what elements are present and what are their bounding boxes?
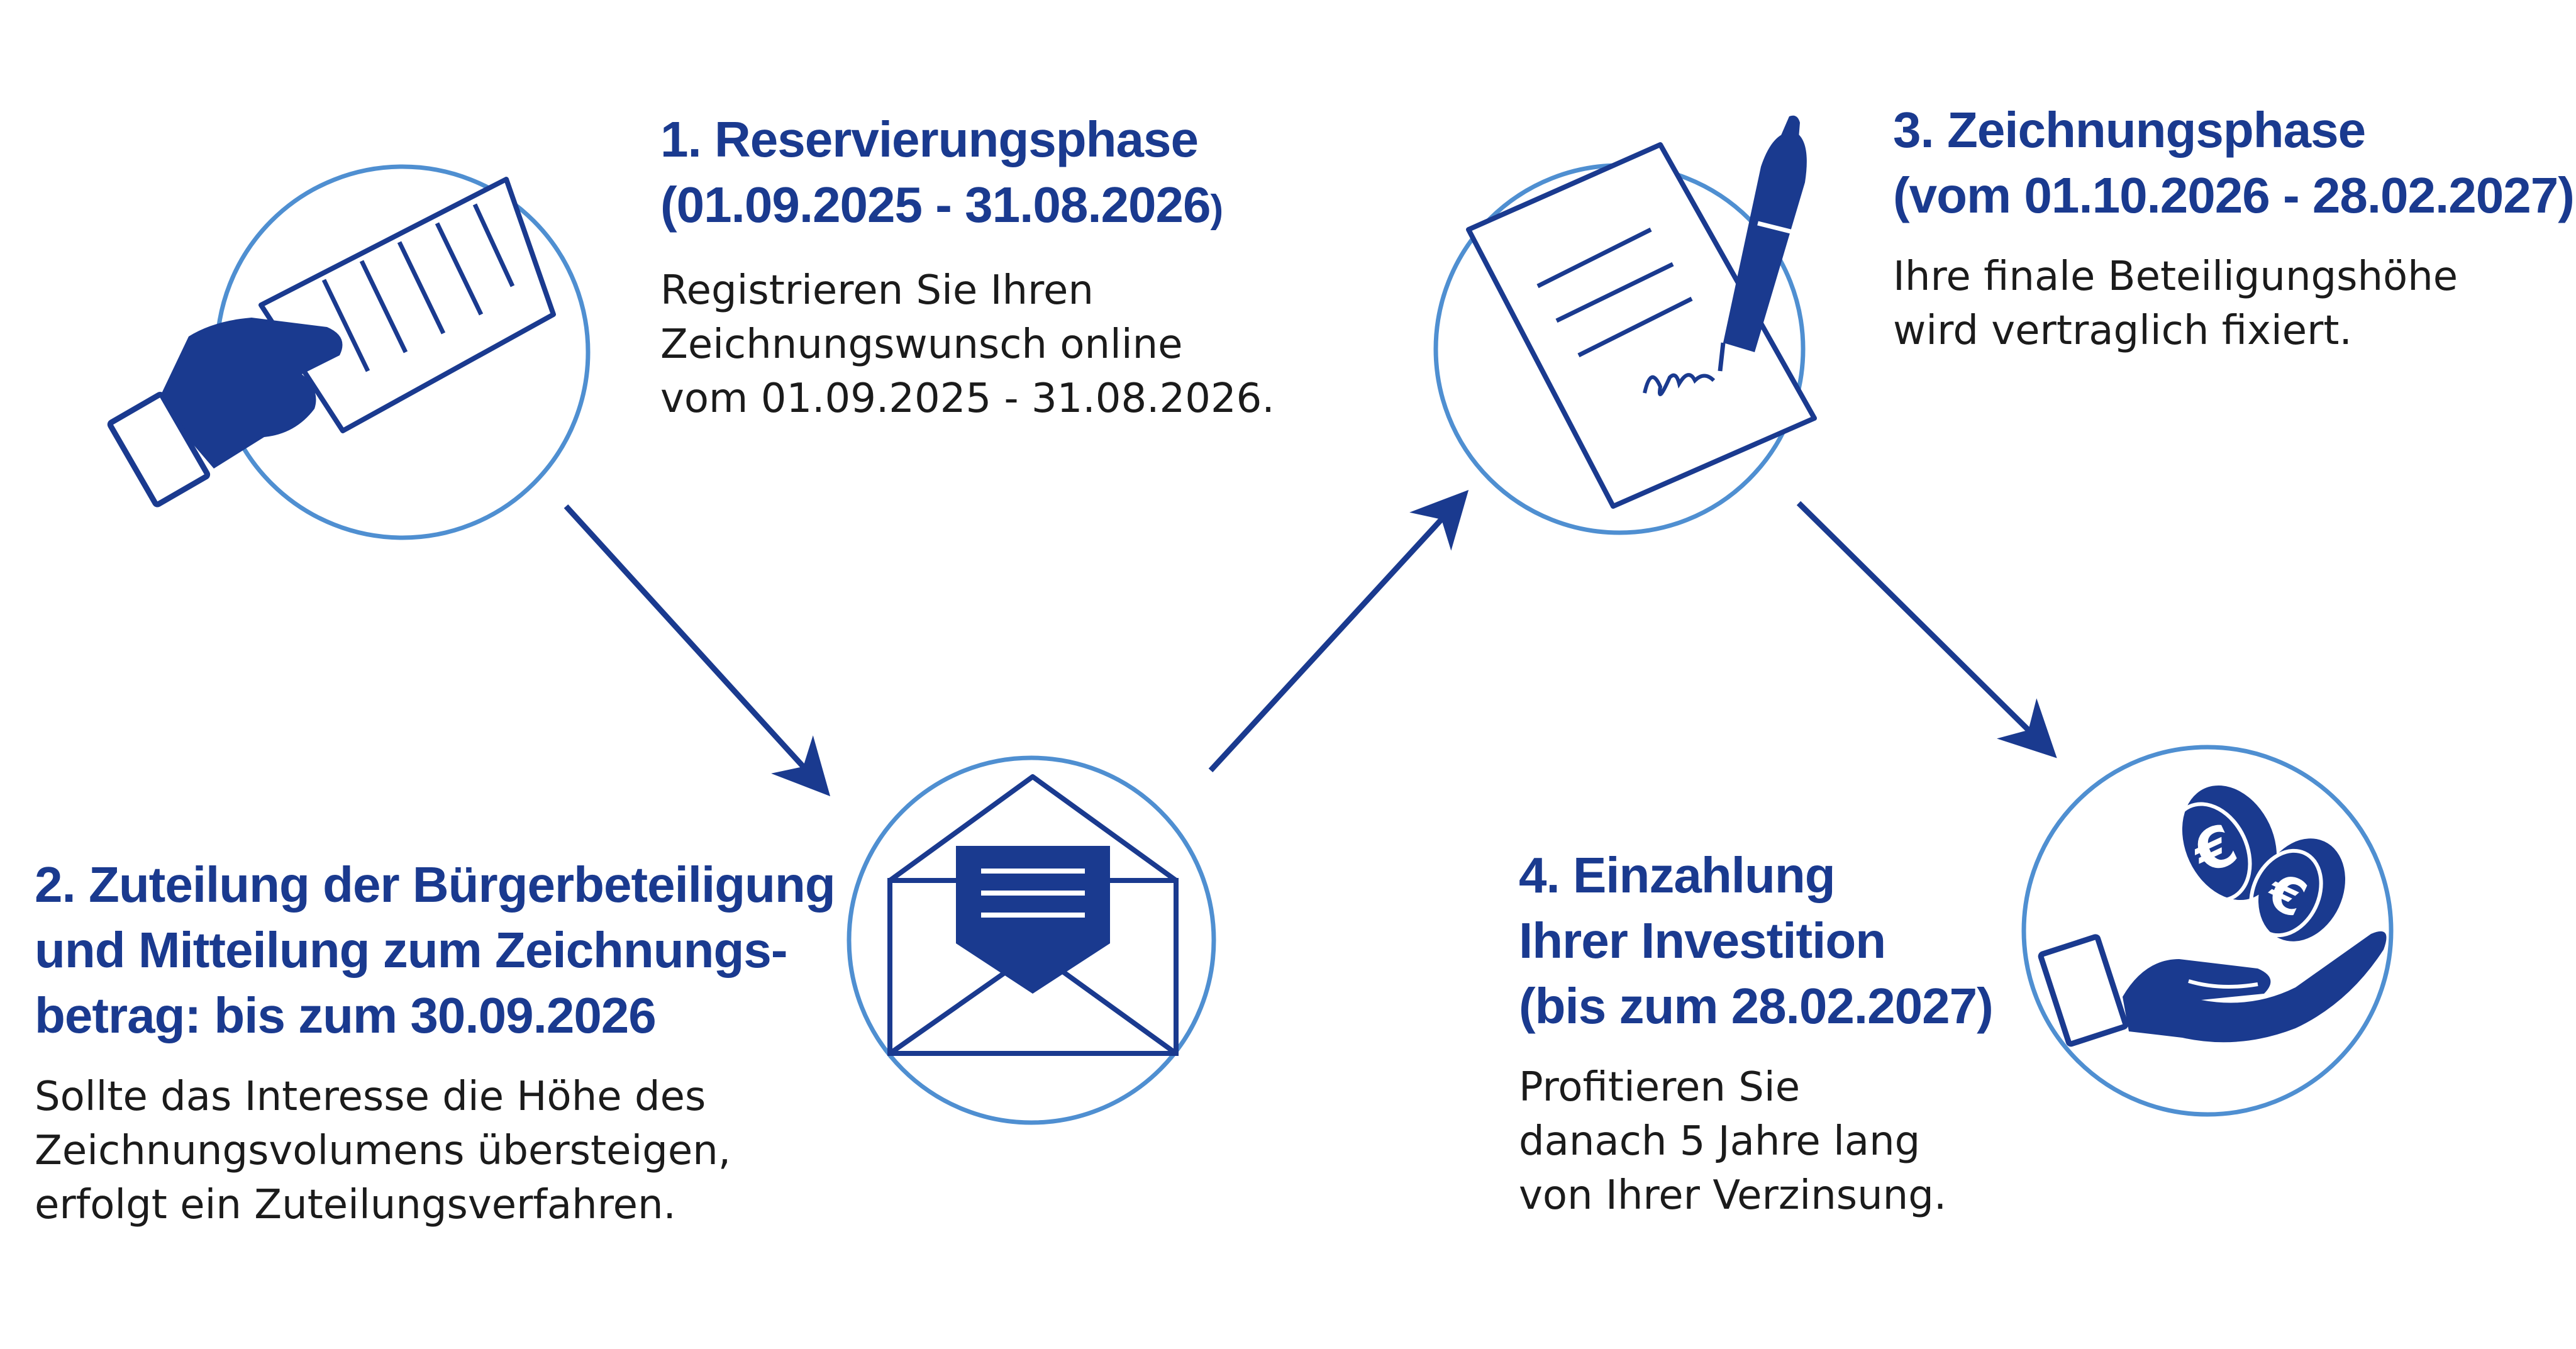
step-4-heading-line-1: 4. Einzahlung: [1519, 847, 1836, 903]
step-1-text: 1. Reservierungsphase (01.09.2025 - 31.0…: [660, 107, 1275, 426]
step-2-text: 2. Zuteilung der Bürgerbeteiligung und M…: [35, 852, 836, 1232]
step-4-text: 4. Einzahlung Ihrer Investition (bis zum…: [1519, 843, 1994, 1223]
step-3-body: Ihre finale Beteiligungshöhe wird vertra…: [1893, 250, 2574, 358]
step-4-body-line-2: danach 5 Jahre lang: [1519, 1118, 1921, 1165]
step-1-body-line-2: Zeichnungswunsch online: [660, 321, 1183, 368]
step-3-heading: 3. Zeichnungsphase (vom 01.10.2026 - 28.…: [1893, 97, 2575, 228]
arrow-2-to-3: [1208, 489, 1469, 773]
arrow-1-to-2: [564, 504, 831, 797]
step-2-heading-line-1: 2. Zuteilung der Bürgerbeteiligung: [35, 857, 836, 913]
step-1-body: Registrieren Sie Ihren Zeichnungswunsch …: [660, 264, 1275, 426]
hand-document-icon: [107, 177, 556, 508]
step-4-heading-line-3: (bis zum 28.02.2027): [1519, 978, 1994, 1034]
step-4-body: Profitieren Sie danach 5 Jahre lang von …: [1519, 1060, 1993, 1223]
step-2-heading: 2. Zuteilung der Bürgerbeteiligung und M…: [35, 852, 836, 1048]
step-2-body: Sollte das Interesse die Höhe des Zeichn…: [35, 1070, 835, 1232]
step-2-body-line-3: erfolgt ein Zuteilungsverfahren.: [35, 1182, 676, 1228]
step-1-heading: 1. Reservierungsphase (01.09.2025 - 31.0…: [660, 107, 1275, 242]
signed-contract-pen-icon: [1466, 115, 1817, 509]
arrow-3-to-4: [1796, 501, 2057, 758]
step-3-heading-line-1: 3. Zeichnungsphase: [1893, 102, 2366, 158]
step-3-body-line-2: wird vertraglich fixiert.: [1893, 308, 2352, 354]
step-1-heading-line-1: 1. Reservierungsphase: [660, 111, 1199, 167]
step-1-heading-dates: (01.09.2025 - 31.08.2026: [660, 177, 1211, 233]
hand-euro-coins-icon: € €: [2038, 785, 2387, 1047]
step-4-heading-line-2: Ihrer Investition: [1519, 913, 1886, 969]
step-3-text: 3. Zeichnungsphase (vom 01.10.2026 - 28.…: [1893, 97, 2575, 358]
step-1-body-line-1: Registrieren Sie Ihren: [660, 267, 1094, 314]
step-2-heading-line-2: und Mitteilung zum Zeichnungs-: [35, 922, 788, 978]
step-3-body-line-1: Ihre finale Beteiligungshöhe: [1893, 253, 2458, 300]
step-3-heading-line-2: (vom 01.10.2026 - 28.02.2027): [1893, 167, 2575, 223]
step-4-body-line-1: Profitieren Sie: [1519, 1064, 1801, 1111]
step-2-body-line-2: Zeichnungsvolumens übersteigen,: [35, 1128, 731, 1174]
step-1-body-line-3: vom 01.09.2025 - 31.08.2026.: [660, 375, 1275, 422]
step-2-circle: [847, 755, 1216, 1125]
envelope-letter-icon: [887, 774, 1179, 1056]
step-1-heading-paren: ): [1210, 187, 1224, 231]
step-4-body-line-3: von Ihrer Verzinsung.: [1519, 1172, 1947, 1219]
step-4-heading: 4. Einzahlung Ihrer Investition (bis zum…: [1519, 843, 1994, 1039]
step-1-heading-line-2: (01.09.2025 - 31.08.2026): [660, 172, 1275, 242]
step-2-body-line-1: Sollte das Interesse die Höhe des: [35, 1074, 706, 1120]
step-4-circle: [2021, 745, 2394, 1117]
step-2-heading-line-3: betrag: bis zum 30.09.2026: [35, 987, 657, 1043]
